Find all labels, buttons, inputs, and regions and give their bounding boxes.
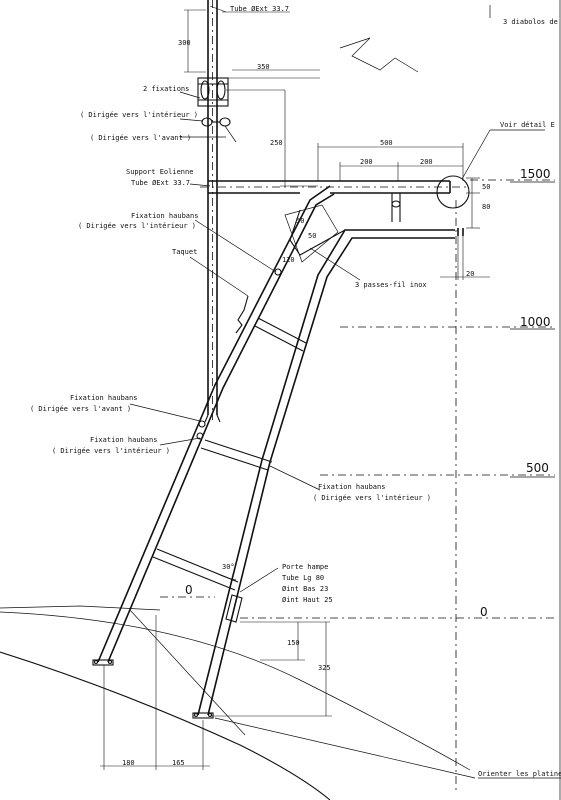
level-1000-label: 1000 (520, 315, 551, 329)
tube-top-label: Tube ØExt 33.7 (230, 5, 289, 13)
porte-hampe (225, 567, 279, 623)
dim-150: 150 (287, 639, 300, 647)
int-bas-label: Øint Bas 23 (282, 585, 328, 593)
mast-fixations (197, 77, 320, 107)
dim-180: 180 (122, 759, 135, 767)
dim-50a: 50 (482, 183, 490, 191)
dim-250-line: 250 (270, 90, 318, 187)
level-500: 500 (320, 461, 555, 478)
level-0-right-label: 0 (480, 605, 488, 619)
stay-clamp-top (201, 117, 237, 143)
revision-cloud (339, 37, 419, 73)
passes-fil-plate: 50 50 (284, 204, 339, 263)
dims-150-325: 150 325 (210, 621, 332, 717)
right-dims: 50 80 20 (440, 177, 490, 280)
angle-arc (213, 571, 237, 581)
ladder-left-rail (97, 185, 335, 663)
bottom-dims: 180 165 (100, 615, 210, 770)
passes-fil-label: 3 passes-fil inox (355, 281, 427, 289)
foot-plates (92, 659, 214, 719)
level-0-left-label: 0 (185, 583, 193, 597)
dim-350-line: 350 (232, 63, 320, 71)
tube-lg-label: Tube Lg 80 (282, 574, 324, 582)
level-0-right: 0 (240, 605, 555, 619)
dim-50c: 50 (308, 232, 316, 240)
dim-30deg: 30° (222, 563, 235, 571)
dirigee-interieur-3: ( Dirigée vers l'intérieur ) (52, 447, 170, 455)
fixation-haubans-2: Fixation haubans (70, 394, 137, 402)
level-1500: 1500 (470, 167, 555, 183)
ladder-right-rail (197, 229, 455, 716)
voir-detail-label: Voir détail E (500, 121, 555, 129)
dim-250: 250 (270, 139, 283, 147)
dim-20: 20 (466, 270, 474, 278)
top-dimensions: 500 200 200 (317, 139, 464, 181)
orienter-leader (214, 717, 476, 779)
level-1500-label: 1500 (520, 167, 551, 181)
dim-350: 350 (257, 63, 270, 71)
taquet-cleat (235, 295, 249, 334)
top-brace (289, 193, 401, 256)
dirigee-interieur-4: ( Dirigée vers l'intérieur ) (313, 494, 431, 502)
dirigee-avant-1: ( Dirigée vers l'avant ) (90, 134, 191, 142)
support-eolienne-label: Support Eolienne (126, 168, 193, 176)
detail-e (436, 129, 545, 209)
porte-hampe-label: Porte hampe (282, 563, 328, 571)
taquet-label: Taquet (172, 248, 197, 256)
ladder-rungs (152, 317, 307, 591)
fixation-haubans-1: Fixation haubans (131, 212, 198, 220)
tube-support-label: Tube ØExt 33.7 (131, 179, 190, 187)
fixation-haubans-4: Fixation haubans (318, 483, 385, 491)
dim-80: 80 (482, 203, 490, 211)
dim-300: 300 (178, 39, 191, 47)
orienter-label: Orienter les platines (478, 770, 561, 778)
dim-200a: 200 (360, 158, 373, 166)
stay-fixation-3 (196, 432, 204, 440)
dirigee-interieur-1: ( Dirigée vers l'intérieur ) (80, 111, 198, 119)
dirigee-interieur-2: ( Dirigée vers l'intérieur ) (78, 222, 196, 230)
dim-50b: 50 (296, 217, 304, 225)
level-500-label: 500 (526, 461, 549, 475)
level-0-left: 0 (160, 583, 215, 598)
diabolos-label: 3 diabolos de (503, 18, 558, 26)
int-haut-label: Øint Haut 25 (282, 596, 333, 604)
mast-tube (204, 0, 221, 423)
dim-325: 325 (318, 664, 331, 672)
dim-500: 500 (380, 139, 393, 147)
stay-fixation-2 (198, 420, 206, 428)
top-dim-300: 300 (178, 9, 206, 73)
dim-200b: 200 (420, 158, 433, 166)
level-1000: 1000 (340, 315, 555, 330)
hull-lines (0, 605, 471, 800)
fixations2-label: 2 fixations (143, 85, 189, 93)
dim-120: 120 (282, 256, 295, 264)
dim-165: 165 (172, 759, 185, 767)
dirigee-avant-2: ( Dirigée vers l'avant ) (30, 405, 131, 413)
support-eolienne-tube (200, 180, 470, 194)
fixation-haubans-3: Fixation haubans (90, 436, 157, 444)
